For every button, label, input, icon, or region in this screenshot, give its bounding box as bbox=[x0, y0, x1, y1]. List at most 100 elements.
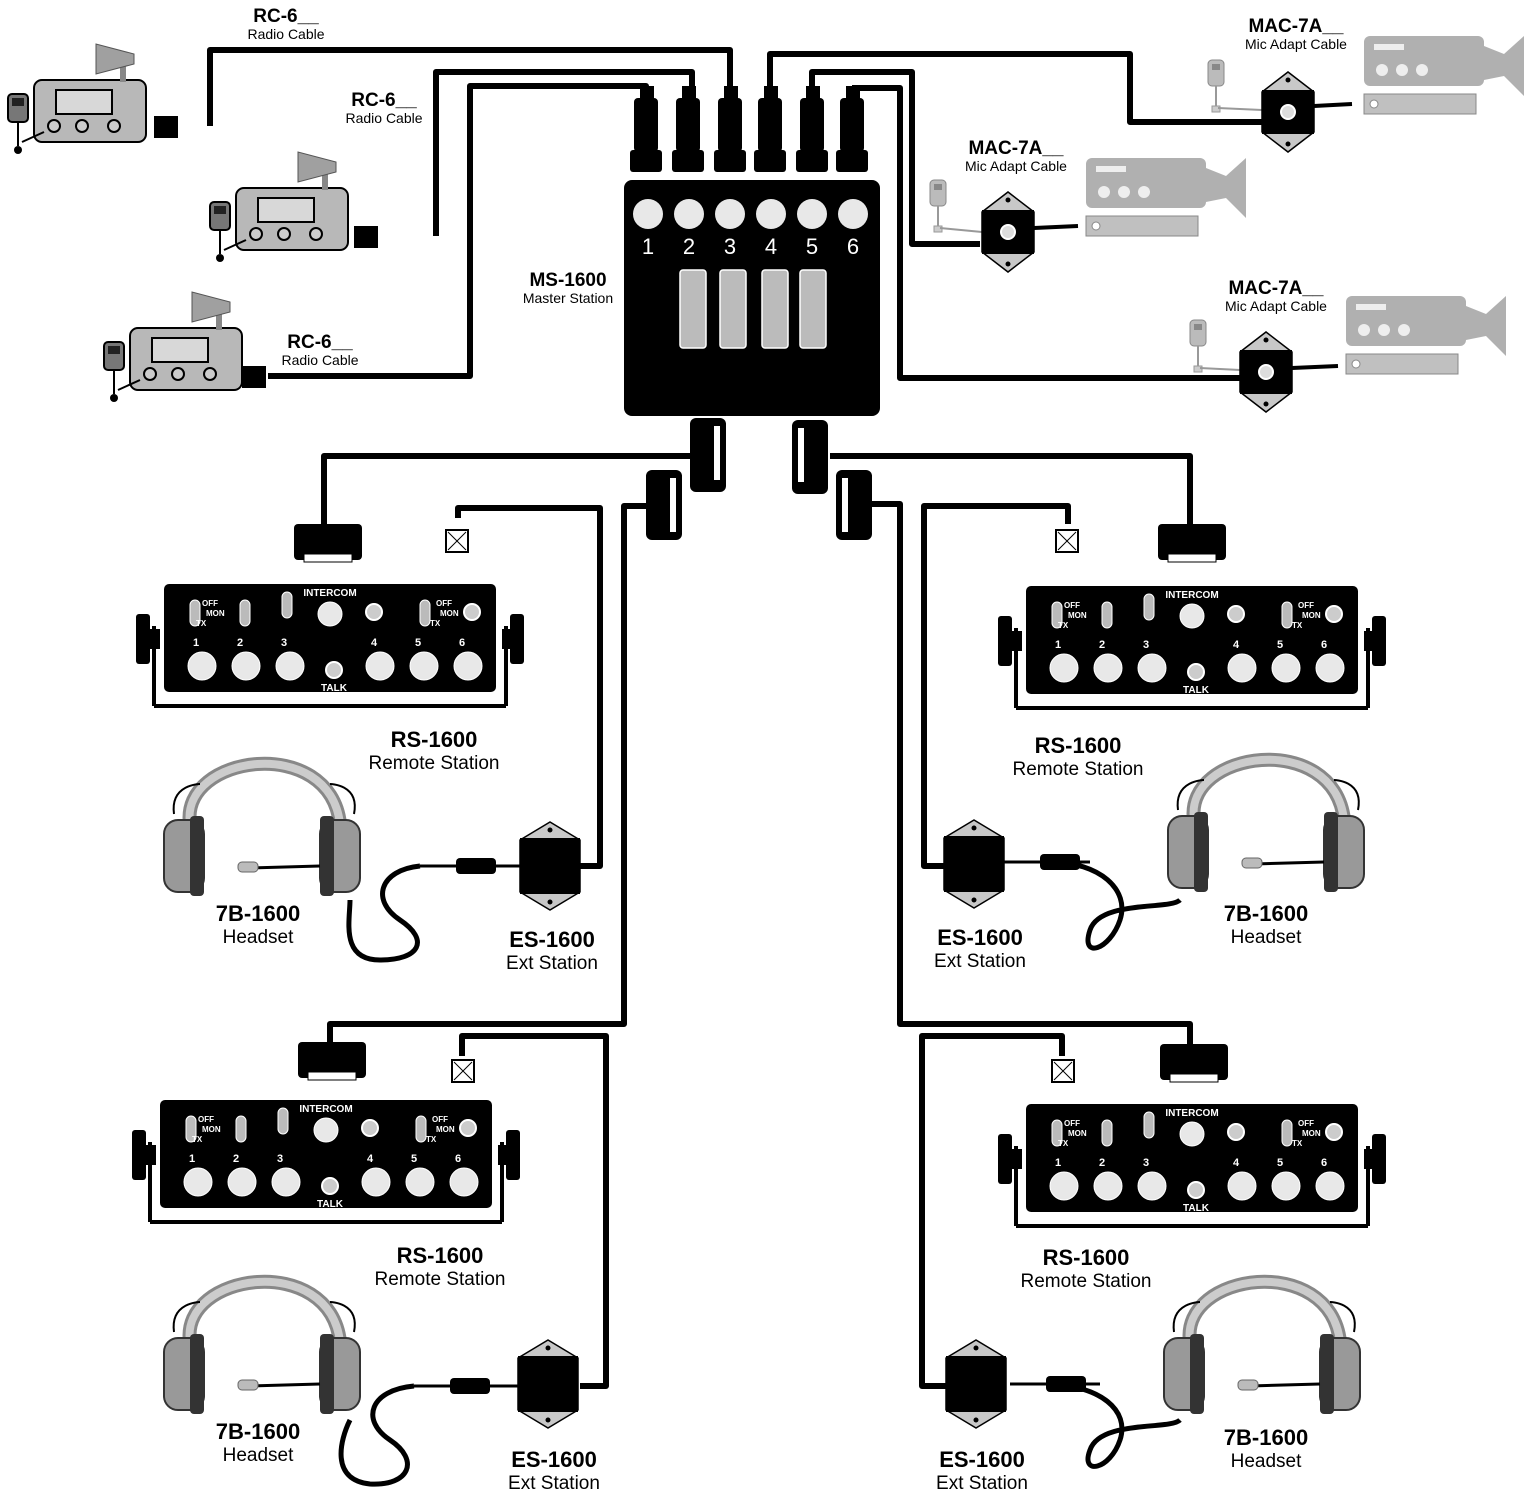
headset-desc: Headset bbox=[222, 1444, 294, 1466]
master-port-number: 2 bbox=[683, 234, 695, 259]
jack-plugs bbox=[414, 854, 1100, 1394]
mac-desc: Mic Adapt Cable bbox=[965, 158, 1067, 175]
master-port-number: 4 bbox=[765, 234, 777, 259]
mac-device-1 bbox=[1207, 35, 1525, 153]
radio-cable-model: RC-6__ bbox=[287, 332, 353, 353]
talk-label: TALK bbox=[1183, 1203, 1210, 1214]
headset-desc: Headset bbox=[1230, 1450, 1302, 1472]
ext-station-model: ES-1600 bbox=[509, 927, 595, 952]
radio-cable-label-2: RC-6__Radio Cable bbox=[334, 90, 434, 127]
ext-station-desc: Ext Station bbox=[506, 952, 598, 974]
switch-position-label: TX bbox=[1058, 1139, 1069, 1148]
mac-model: MAC-7A__ bbox=[1248, 16, 1344, 37]
switch-position-label: MON bbox=[1068, 611, 1087, 620]
ext-station-model: ES-1600 bbox=[511, 1447, 597, 1472]
channel-number: 2 bbox=[233, 1153, 239, 1165]
master-port-number: 3 bbox=[724, 234, 736, 259]
remote-station-desc: Remote Station bbox=[1020, 1270, 1152, 1292]
talk-label: TALK bbox=[321, 683, 348, 694]
switch-position-label: MON bbox=[206, 609, 225, 618]
remote-panel-3 bbox=[130, 1042, 522, 1224]
master-port-numbers: 1 2 3 4 5 6 bbox=[642, 234, 859, 259]
switch-position-label: MON bbox=[1302, 611, 1321, 620]
mac-label-1: MAC-7A__Mic Adapt Cable bbox=[1230, 16, 1362, 53]
switch-position-label: MON bbox=[202, 1125, 221, 1134]
channel-number: 3 bbox=[1143, 1157, 1149, 1169]
channel-number: 6 bbox=[1321, 639, 1327, 651]
ext-station-desc: Ext Station bbox=[508, 1472, 600, 1494]
ext-station-model: ES-1600 bbox=[939, 1447, 1025, 1472]
master-station-desc: Master Station bbox=[522, 290, 614, 307]
switch-position-label: OFF bbox=[1298, 601, 1314, 610]
radio-cable-model: RC-6__ bbox=[351, 90, 417, 111]
channel-number: 4 bbox=[367, 1153, 374, 1165]
headset-model: 7B-1600 bbox=[1223, 901, 1309, 926]
intercom-label: INTERCOM bbox=[303, 588, 356, 599]
headset-2 bbox=[1168, 760, 1364, 892]
remote-station-desc: Remote Station bbox=[374, 1268, 506, 1290]
channel-number: 4 bbox=[1233, 639, 1240, 651]
channel-number: 1 bbox=[193, 637, 199, 649]
switch-position-label: TX bbox=[192, 1135, 203, 1144]
channel-number: 3 bbox=[281, 637, 287, 649]
radio-cable-label-1: RC-6__Radio Cable bbox=[236, 6, 336, 43]
switch-position-label: MON bbox=[1068, 1129, 1087, 1138]
headset-3 bbox=[164, 1282, 360, 1414]
headset-desc: Headset bbox=[222, 926, 294, 948]
cable-lines bbox=[207, 47, 1262, 1389]
remote-station-model: RS-1600 bbox=[396, 1243, 484, 1268]
switch-position-label: TX bbox=[196, 619, 207, 628]
headset-model: 7B-1600 bbox=[215, 1419, 301, 1444]
headset-model: 7B-1600 bbox=[215, 901, 301, 926]
master-port-number: 6 bbox=[847, 234, 859, 259]
channel-number: 3 bbox=[277, 1153, 283, 1165]
intercom-label: INTERCOM bbox=[1165, 590, 1218, 601]
ext-station-model: ES-1600 bbox=[937, 925, 1023, 950]
remote-station-desc: Remote Station bbox=[368, 752, 500, 774]
remote-panel-4 bbox=[996, 1044, 1388, 1228]
talk-label: TALK bbox=[317, 1199, 344, 1210]
ext-station-box-1 bbox=[519, 821, 581, 911]
mac-device-3 bbox=[1189, 295, 1507, 413]
master-station bbox=[624, 86, 880, 540]
switch-position-label: TX bbox=[430, 619, 441, 628]
channel-number: 3 bbox=[1143, 639, 1149, 651]
mac-label-2: MAC-7A__Mic Adapt Cable bbox=[950, 138, 1082, 175]
headset-desc: Headset bbox=[1230, 926, 1302, 948]
channel-number: 1 bbox=[1055, 639, 1061, 651]
switch-position-label: OFF bbox=[202, 599, 218, 608]
remote-panel-2 bbox=[996, 524, 1388, 710]
mac-model: MAC-7A__ bbox=[1228, 278, 1324, 299]
ext-station-desc: Ext Station bbox=[934, 950, 1026, 972]
channel-number: 2 bbox=[237, 637, 243, 649]
radio-cable-desc: Radio Cable bbox=[345, 110, 423, 127]
remote-panel-1 bbox=[134, 524, 526, 708]
headset-cords bbox=[338, 859, 1182, 1487]
headset-model: 7B-1600 bbox=[1223, 1425, 1309, 1450]
master-port-number: 1 bbox=[642, 234, 654, 259]
radio-cable-desc: Radio Cable bbox=[247, 26, 325, 43]
switch-position-label: OFF bbox=[1064, 601, 1080, 610]
radio-2 bbox=[209, 151, 378, 263]
channel-number: 5 bbox=[1277, 1157, 1283, 1169]
talk-label: TALK bbox=[1183, 685, 1210, 696]
mac-desc: Mic Adapt Cable bbox=[1225, 298, 1327, 315]
channel-number: 2 bbox=[1099, 1157, 1105, 1169]
channel-number: 5 bbox=[1277, 639, 1283, 651]
switch-position-label: MON bbox=[1302, 1129, 1321, 1138]
switch-position-label: OFF bbox=[432, 1115, 448, 1124]
remote-station-desc: Remote Station bbox=[1012, 758, 1144, 780]
channel-number: 6 bbox=[459, 637, 465, 649]
switch-position-label: OFF bbox=[198, 1115, 214, 1124]
master-port-number: 5 bbox=[806, 234, 818, 259]
channel-number: 1 bbox=[189, 1153, 195, 1165]
switch-position-label: TX bbox=[1292, 621, 1303, 630]
radio-cable-model: RC-6__ bbox=[253, 6, 319, 27]
